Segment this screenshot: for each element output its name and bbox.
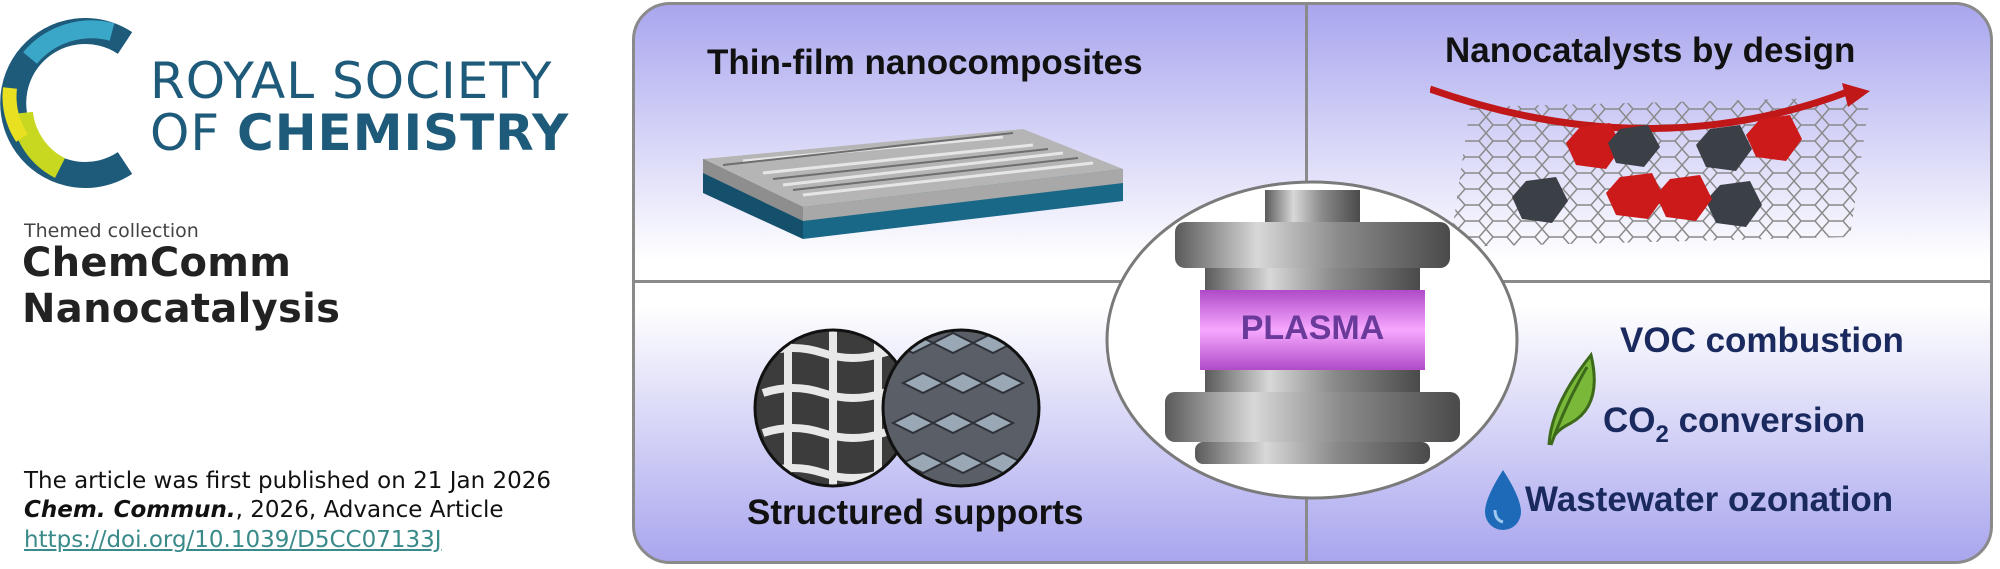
- graphical-abstract: Thin-film nanocomposites Nanocatalysts b…: [632, 2, 1993, 564]
- leaf-icon: [1547, 351, 1596, 446]
- structured-supports-title: Structured supports: [747, 493, 1084, 532]
- collection-name[interactable]: ChemComm Nanocatalysis: [22, 240, 341, 332]
- publisher-name-line2: OF CHEMISTRY: [150, 104, 570, 162]
- journal-name: Chem. Commun.: [24, 497, 236, 523]
- co2-conversion-label: CO2 conversion: [1603, 401, 1866, 448]
- plasma-reactor-icon: [1105, 180, 1519, 500]
- doi-link[interactable]: https://doi.org/10.1039/D5CC07133J: [24, 527, 442, 553]
- thin-film-title: Thin-film nanocomposites: [707, 43, 1143, 82]
- structured-support-images: [753, 328, 1041, 488]
- citation: Chem. Commun., 2026, Advance Article: [24, 497, 504, 523]
- collection-label: Themed collection: [24, 220, 199, 242]
- rsc-logo-icon: [0, 18, 133, 188]
- cube-icons: [1512, 115, 1802, 227]
- publisher-name-line1: ROYAL SOCIETY: [150, 52, 553, 110]
- voc-combustion-label: VOC combustion: [1620, 321, 1904, 360]
- nanocatalysts-title: Nanocatalysts by design: [1445, 31, 1856, 70]
- article-info: ROYAL SOCIETY OF CHEMISTRY Themed collec…: [0, 0, 620, 569]
- publication-date: The article was first published on 21 Ja…: [24, 468, 552, 494]
- wastewater-ozonation-label: Wastewater ozonation: [1525, 480, 1894, 519]
- plasma-label: PLASMA: [1240, 309, 1385, 347]
- water-drop-icon: [1485, 470, 1521, 530]
- thin-film-icon: [703, 129, 1123, 239]
- plasma-reactor: PLASMA: [1105, 180, 1520, 500]
- nanocatalyst-graphene-icon: [1430, 83, 1870, 247]
